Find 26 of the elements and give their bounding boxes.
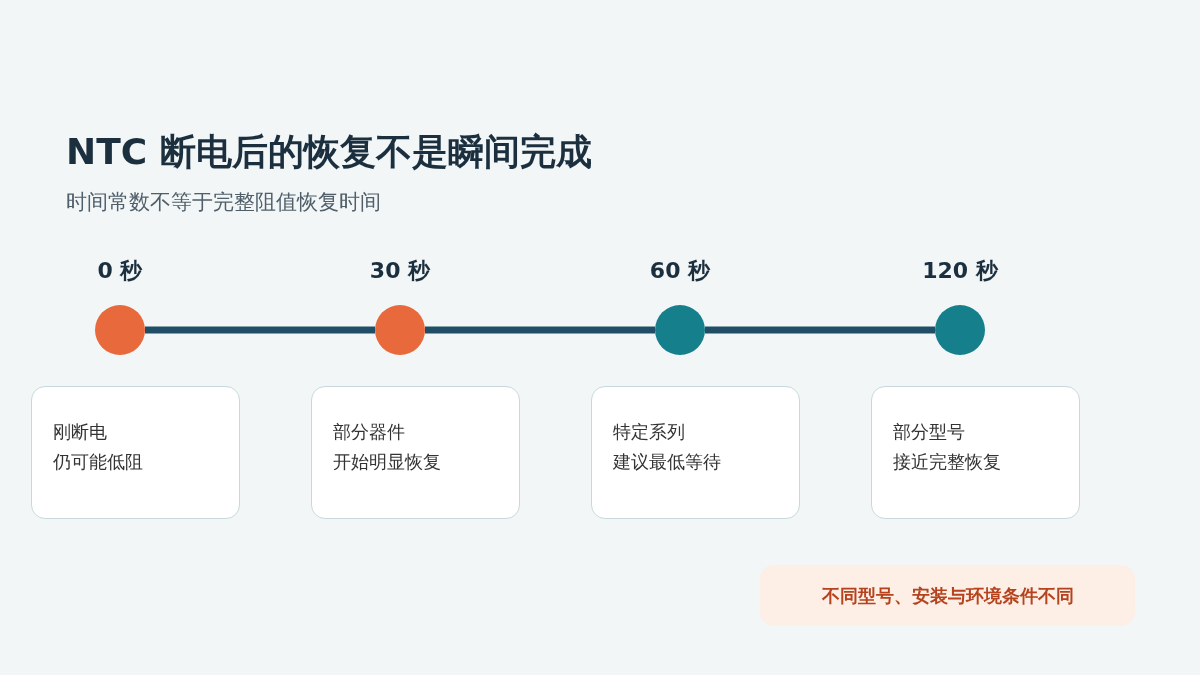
card-text: 部分器件 bbox=[333, 420, 405, 444]
timeline-line bbox=[705, 326, 935, 334]
info-card bbox=[871, 386, 1080, 519]
info-card bbox=[591, 386, 800, 519]
timeline-dot bbox=[95, 305, 145, 355]
info-card bbox=[311, 386, 520, 519]
card-text: 部分型号 bbox=[893, 420, 965, 444]
timeline-dot bbox=[655, 305, 705, 355]
card-text: 刚断电 bbox=[53, 420, 107, 444]
card-text: 建议最低等待 bbox=[613, 450, 721, 474]
subtitle: 时间常数不等于完整阻值恢复时间 bbox=[66, 189, 381, 216]
note-text: 不同型号、安装与环境条件不同 bbox=[821, 583, 1074, 608]
time-label: 0 秒 bbox=[97, 257, 143, 285]
card-text: 特定系列 bbox=[613, 420, 685, 444]
timeline-dot bbox=[935, 305, 985, 355]
timeline-line bbox=[145, 326, 375, 334]
time-label: 120 秒 bbox=[922, 257, 998, 285]
timeline-line bbox=[425, 326, 655, 334]
timeline-dot bbox=[375, 305, 425, 355]
title: NTC 断电后的恢复不是瞬间完成 bbox=[66, 130, 592, 174]
card-text: 开始明显恢复 bbox=[333, 450, 441, 474]
card-text: 接近完整恢复 bbox=[893, 450, 1001, 474]
time-label: 60 秒 bbox=[649, 257, 711, 285]
card-text: 仍可能低阻 bbox=[53, 450, 143, 474]
info-card bbox=[31, 386, 240, 519]
time-label: 30 秒 bbox=[369, 257, 431, 285]
